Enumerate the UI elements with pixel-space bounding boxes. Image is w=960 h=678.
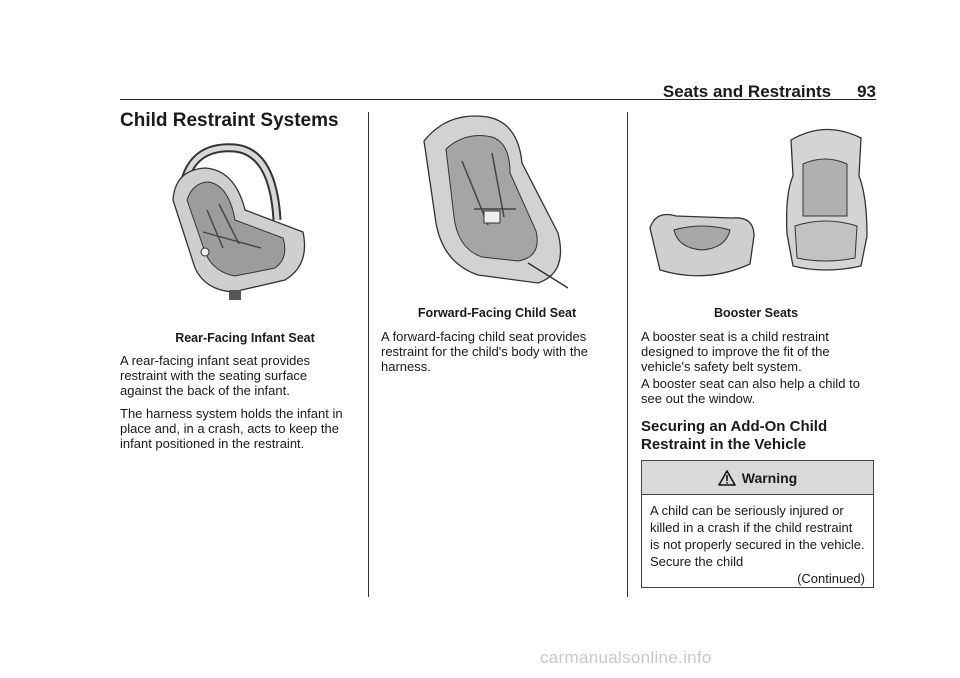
page-header: Seats and Restraints 93 [650,82,876,102]
warning-triangle-icon [717,469,736,486]
rear-facing-paragraph-1: A rear-facing infant seat provides restr… [120,353,311,398]
booster-paragraph-2: A booster seat can also help a child to … [641,376,860,406]
forward-facing-paragraph: A forward-facing child seat provides res… [381,329,588,374]
backless-booster-seat-illustration [649,213,755,277]
rear-facing-seat-caption: Rear-Facing Infant Seat [175,331,315,345]
column-divider-2 [627,112,628,597]
column-divider-1 [368,112,369,597]
header-page-number: 93 [857,82,876,101]
booster-paragraph-1: A booster seat is a child restraint desi… [641,329,830,374]
warning-text: A child can be seriously injured or kill… [650,503,865,569]
high-back-booster-seat-illustration [785,128,868,271]
warning-title: Warning [741,469,798,486]
securing-subheading: Securing an Add-On Child Restraint in th… [641,418,828,453]
header-rule [120,99,876,100]
warning-continued: (Continued) [797,571,865,586]
rear-facing-infant-seat-illustration [172,143,306,300]
forward-facing-seat-caption: Forward-Facing Child Seat [417,306,577,320]
booster-seats-caption: Booster Seats [713,306,799,320]
watermark: carmanualsonline.info [540,648,712,667]
warning-header: Warning [642,461,873,495]
forward-facing-child-seat-illustration [423,115,568,289]
rear-facing-paragraph-2: The harness system holds the infant in p… [120,406,343,451]
header-section-title: Seats and Restraints [662,82,832,101]
warning-box: Warning A child can be seriously injured… [641,460,874,588]
section-title: Child Restraint Systems [120,110,339,131]
